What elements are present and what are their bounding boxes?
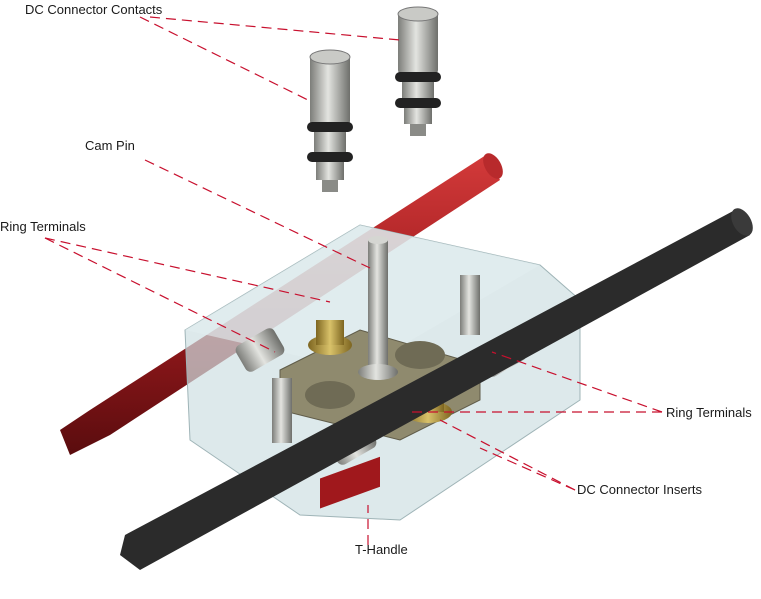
label-ring-terminals-left: Ring Terminals (0, 219, 86, 234)
ring-terminal-brass-left (308, 320, 352, 355)
t-handle (320, 456, 380, 509)
label-dc-connector-inserts: DC Connector Inserts (577, 482, 702, 497)
label-ring-terminals-right: Ring Terminals (666, 405, 752, 420)
bolt (272, 378, 292, 443)
label-dc-connector-contacts: DC Connector Contacts (25, 2, 163, 17)
leader-lines (44, 16, 663, 545)
dc-connector-contact-right (395, 6, 441, 136)
cam-pin (368, 240, 388, 375)
black-cable (120, 210, 750, 570)
ring-terminal-sleeve (235, 328, 285, 372)
label-cam-pin: Cam Pin (85, 138, 135, 153)
label-t-handle: T-Handle (355, 542, 408, 557)
bolt (460, 275, 480, 335)
dc-connector-contact-left (307, 49, 353, 192)
